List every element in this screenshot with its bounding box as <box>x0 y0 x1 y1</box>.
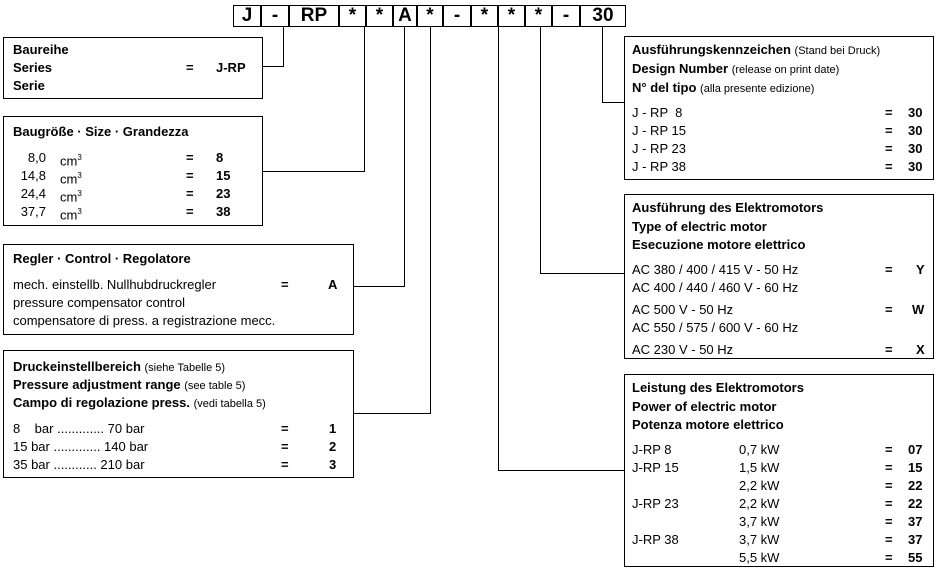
control-eq: = <box>281 277 289 292</box>
code-segment-control: A <box>393 5 417 27</box>
motor-box: Ausführung des Elektromotors Type of ele… <box>624 194 934 359</box>
power-title-en: Power of electric motor <box>632 399 777 414</box>
series-label-it: Serie <box>13 78 45 93</box>
design-title-it: N° del tipo (alla presente edizione) <box>632 80 815 95</box>
motor-title-de: Ausführung des Elektromotors <box>632 200 824 215</box>
code-segment-dash: - <box>261 5 289 27</box>
power-title-it: Potenza motore elettrico <box>632 417 784 432</box>
power-box: Leistung des Elektromotors Power of elec… <box>624 374 934 567</box>
series-eq: = <box>186 60 194 75</box>
series-value: J-RP <box>216 60 246 75</box>
motor-title-en: Type of electric motor <box>632 219 767 234</box>
code-segment-motor: * <box>525 5 552 27</box>
size-title: Baugröße · Size · Grandezza <box>13 124 189 139</box>
pressure-title-en: Pressure adjustment range (see table 5) <box>13 377 246 392</box>
control-option-en: pressure compensator control <box>13 295 185 310</box>
design-title-de: Ausführungskennzeichen (Stand bei Druck) <box>632 42 881 57</box>
control-option-de: mech. einstellb. Nullhubdruckregler <box>13 277 217 292</box>
size-box: Baugröße · Size · Grandezza 8,0 cm3 = 8 … <box>3 116 263 226</box>
code-segment-power-1: * <box>471 5 498 27</box>
control-box: Regler · Control · Regolatore mech. eins… <box>3 244 354 335</box>
code-segment-j: J <box>233 5 261 27</box>
control-option-it: compensatore di press. a registrazione m… <box>13 313 276 328</box>
series-label-de: Baureihe <box>13 42 69 57</box>
code-segment-power-2: * <box>498 5 525 27</box>
pressure-title-de: Druckeinstellbereich (siehe Tabelle 5) <box>13 359 226 374</box>
motor-title-it: Esecuzione motore elettrico <box>632 237 806 252</box>
power-title-de: Leistung des Elektromotors <box>632 380 804 395</box>
code-segment-size-2: * <box>366 5 393 27</box>
code-segment-design: 30 <box>580 5 626 27</box>
series-label-en: Series <box>13 60 53 75</box>
code-segment-dash-2: - <box>443 5 471 27</box>
control-value: A <box>328 277 338 292</box>
code-segment-dash-3: - <box>552 5 580 27</box>
design-box: Ausführungskennzeichen (Stand bei Druck)… <box>624 36 934 180</box>
code-segment-size-1: * <box>339 5 366 27</box>
code-segment-rp: RP <box>289 5 339 27</box>
pressure-box: Druckeinstellbereich (siehe Tabelle 5) P… <box>3 350 354 478</box>
code-segment-pressure: * <box>417 5 443 27</box>
control-title: Regler · Control · Regolatore <box>13 251 191 266</box>
design-title-en: Design Number (release on print date) <box>632 61 840 76</box>
pressure-title-it: Campo di regolazione press. (vedi tabell… <box>13 395 266 410</box>
series-box: Baureihe Series Serie = J-RP <box>3 37 263 99</box>
